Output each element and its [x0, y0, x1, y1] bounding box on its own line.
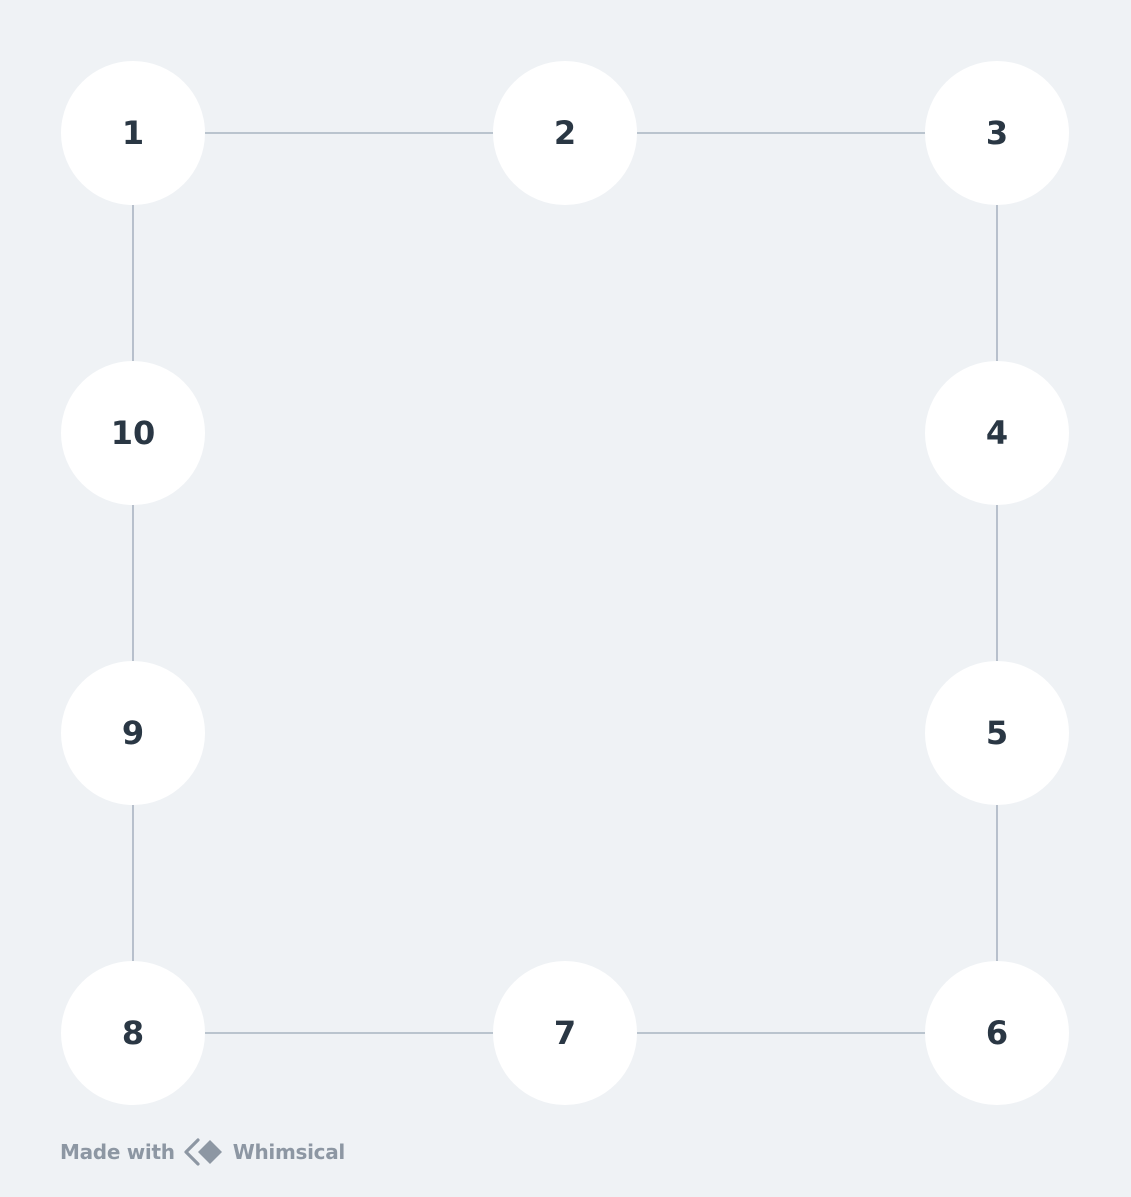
node-9[interactable]: 9	[61, 661, 205, 805]
node-4[interactable]: 4	[925, 361, 1069, 505]
watermark-brand: Whimsical	[232, 1140, 346, 1164]
node-circle	[61, 661, 205, 805]
node-layer: 1 2 3 4 5 6 7 8 9 10	[61, 61, 1069, 1105]
node-circle	[61, 361, 205, 505]
node-label: 5	[986, 714, 1008, 752]
node-label: 1	[122, 114, 144, 152]
node-circle	[493, 61, 637, 205]
node-label: 2	[554, 114, 576, 152]
node-label: 6	[986, 1014, 1008, 1052]
node-label: 8	[122, 1014, 144, 1052]
node-label: 3	[986, 114, 1008, 152]
node-circle	[61, 61, 205, 205]
node-5[interactable]: 5	[925, 661, 1069, 805]
node-3[interactable]: 3	[925, 61, 1069, 205]
node-circle	[925, 661, 1069, 805]
whimsical-logo-icon	[184, 1138, 222, 1166]
watermark-prefix: Made with	[60, 1140, 175, 1164]
node-label: 7	[554, 1014, 576, 1052]
node-1[interactable]: 1	[61, 61, 205, 205]
node-label: 4	[986, 414, 1008, 452]
node-circle	[61, 961, 205, 1105]
made-with-whimsical-badge[interactable]: Made with Whimsical	[60, 1136, 345, 1168]
node-circle	[925, 361, 1069, 505]
node-circle	[925, 961, 1069, 1105]
node-10[interactable]: 10	[61, 361, 205, 505]
node-label: 9	[122, 714, 144, 752]
node-label: 10	[111, 414, 156, 452]
node-circle	[925, 61, 1069, 205]
node-6[interactable]: 6	[925, 961, 1069, 1105]
node-circle	[493, 961, 637, 1105]
node-2[interactable]: 2	[493, 61, 637, 205]
node-7[interactable]: 7	[493, 961, 637, 1105]
connector-layer	[132, 132, 998, 1034]
node-8[interactable]: 8	[61, 961, 205, 1105]
